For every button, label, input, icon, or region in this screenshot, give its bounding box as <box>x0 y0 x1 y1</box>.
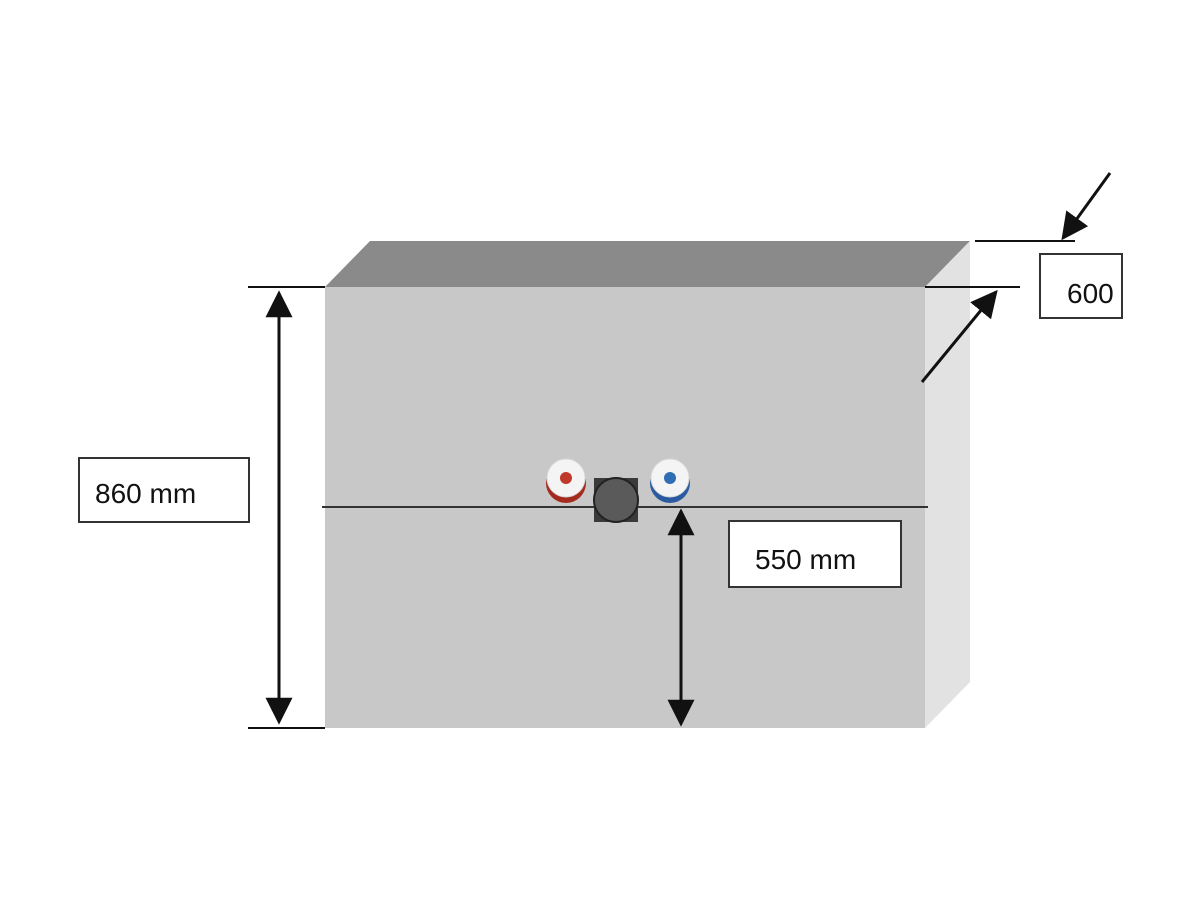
height-label-box <box>78 457 250 523</box>
depth-dimension: 600 <box>920 172 1123 383</box>
drain-pipe-icon <box>593 477 639 523</box>
cabinet-side-face <box>925 241 970 728</box>
cabinet-top-face <box>325 241 970 287</box>
hot-water-valve-icon <box>546 458 586 503</box>
connection-height-label: 550 mm <box>755 544 856 575</box>
connection-height-dimension: 550 mm <box>667 508 902 727</box>
depth-label-box <box>1039 253 1123 319</box>
cold-water-valve-icon <box>650 458 690 503</box>
depth-arrow-bottom <box>920 289 998 383</box>
connection-height-label-box <box>728 520 902 588</box>
depth-label: 600 <box>1067 278 1114 309</box>
height-label: 860 mm <box>95 478 196 509</box>
height-dimension: 860 mm <box>78 286 325 729</box>
cabinet <box>322 241 970 728</box>
depth-arrow-top <box>1061 172 1112 241</box>
